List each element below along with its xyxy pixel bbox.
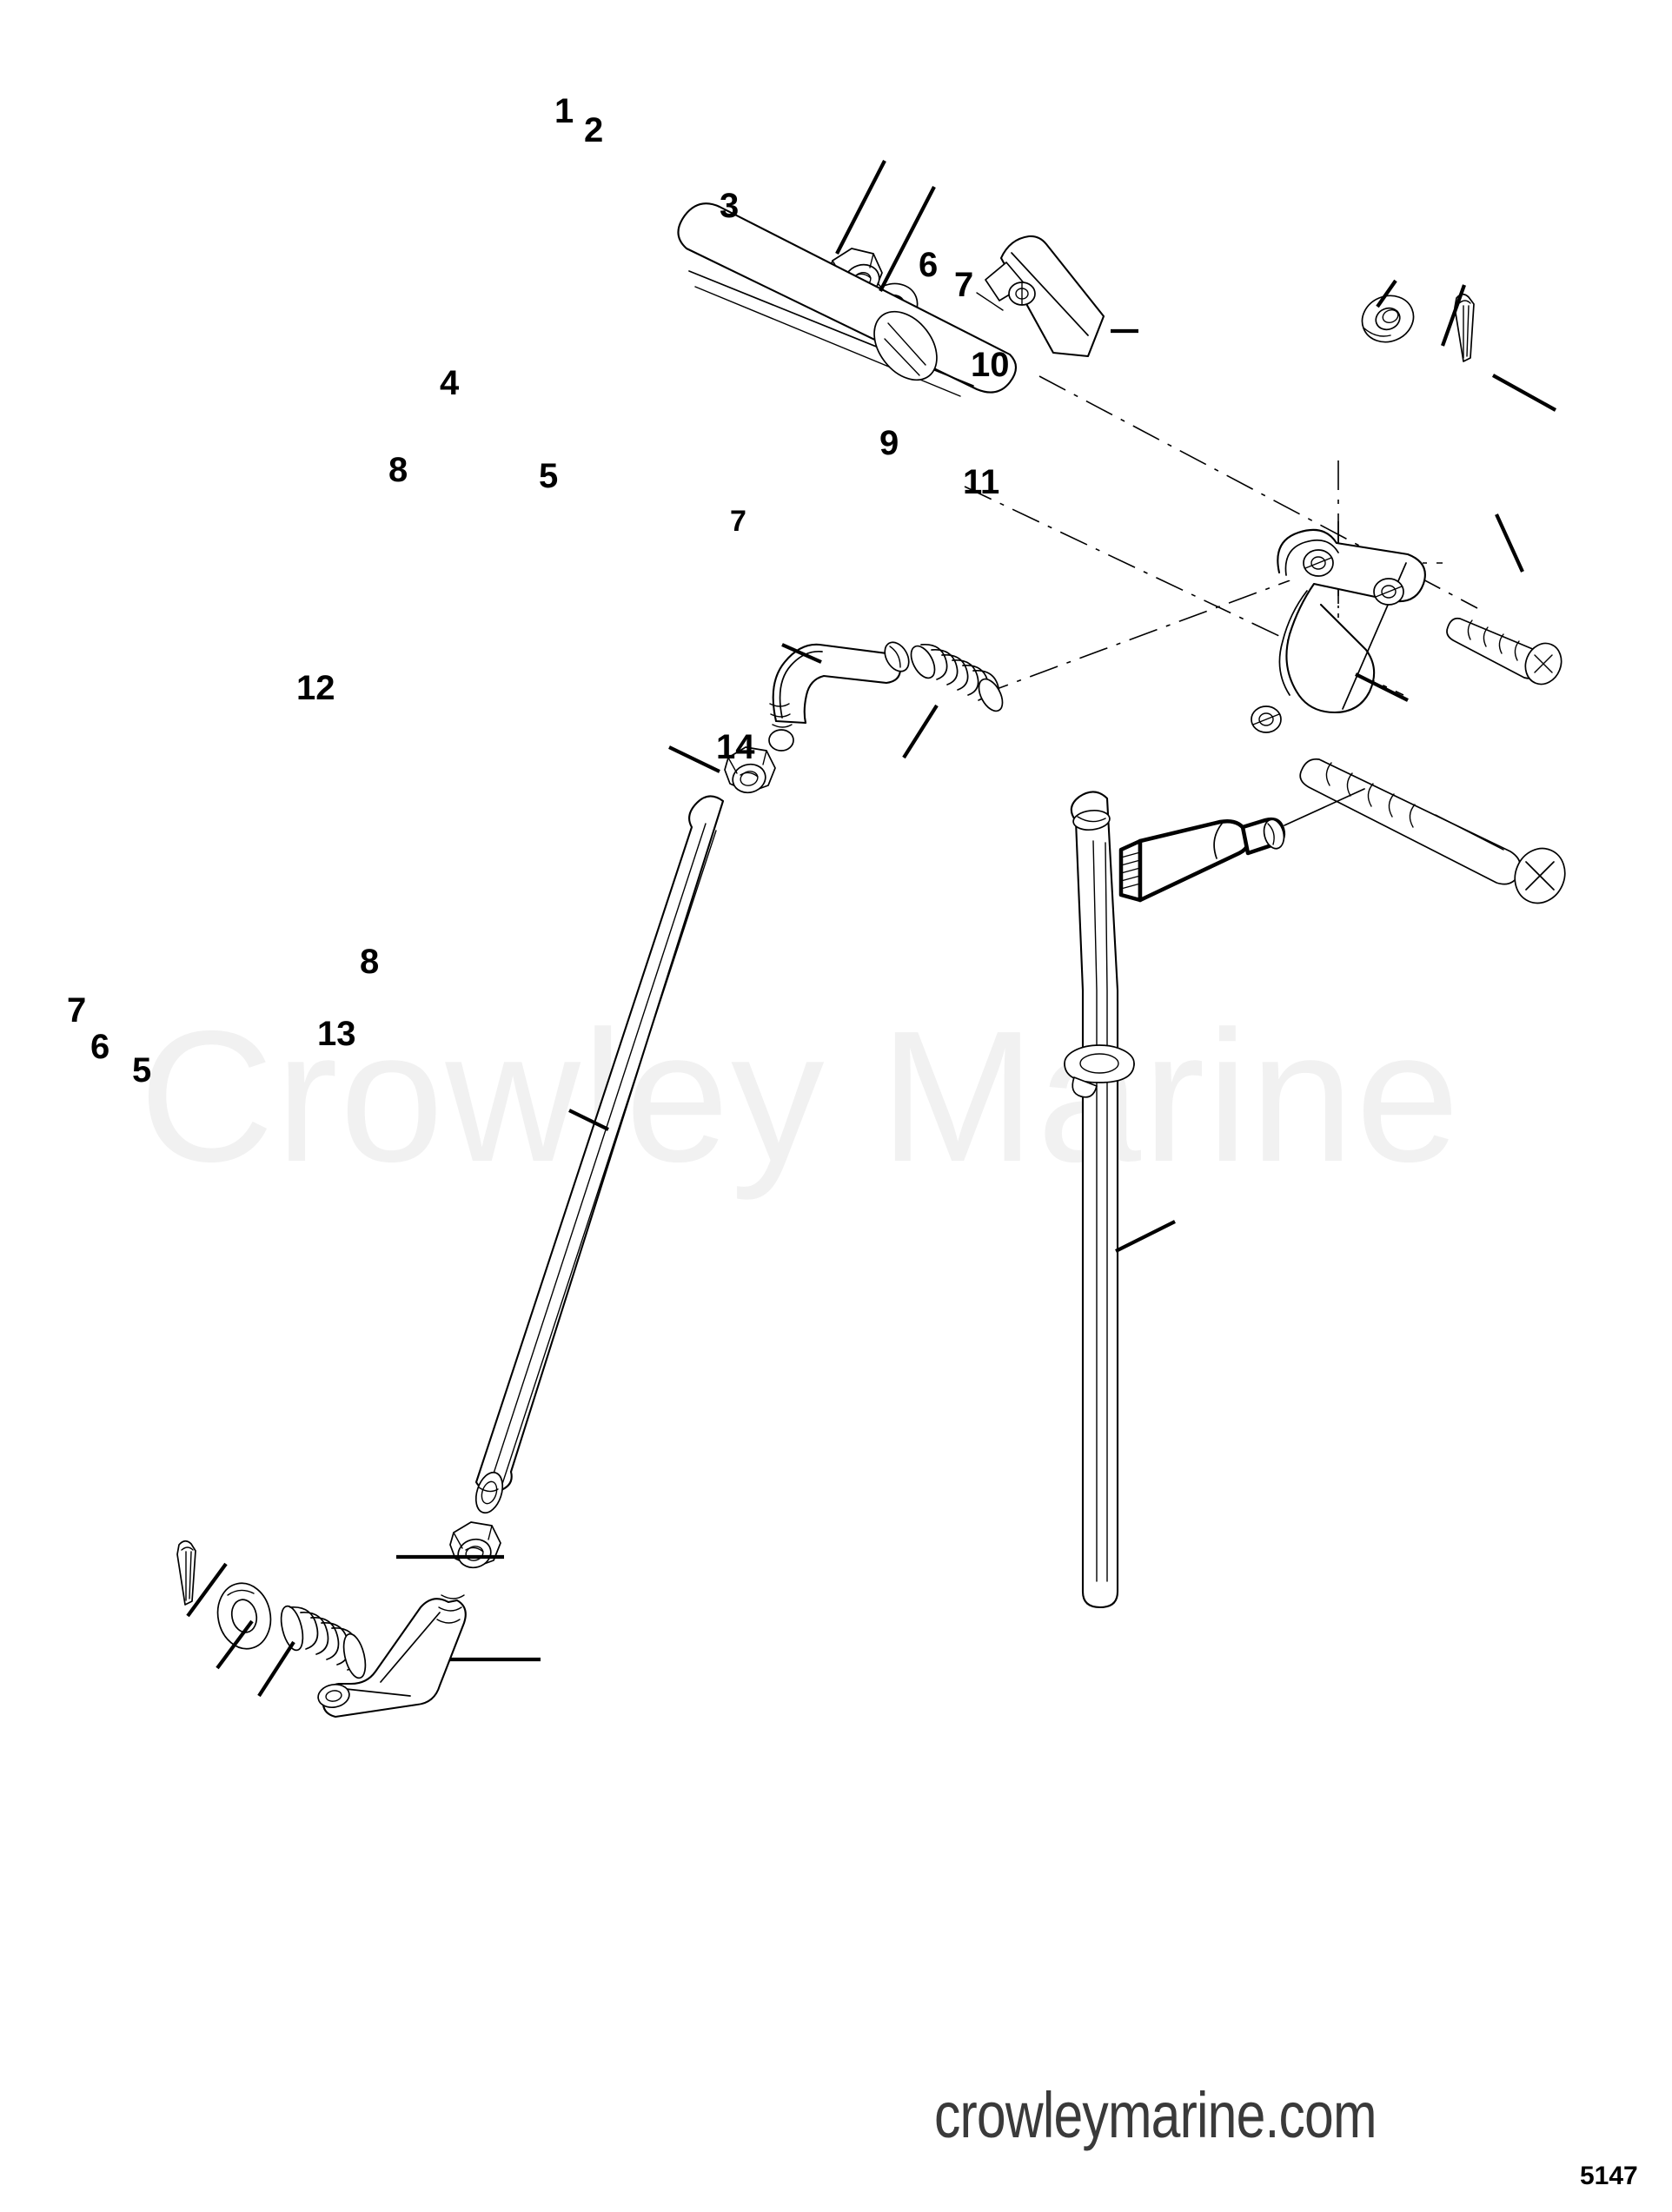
callout-7-lower: 7 (67, 991, 87, 1030)
leader-2 (879, 186, 936, 292)
callout-4: 4 (440, 364, 460, 402)
leader-5b (257, 1640, 295, 1698)
part-3-tiller-handle (677, 202, 1105, 397)
leader-sealant (1284, 788, 1365, 826)
callout-11: 11 (963, 463, 1000, 501)
shaft-collar (1064, 1044, 1135, 1098)
leader-11 (1495, 513, 1524, 573)
part-6-flat-washer-lower (216, 1582, 272, 1650)
figure-number: 5147 (1580, 2162, 1638, 2190)
leader-8 (668, 745, 720, 773)
part-9-mounting-bracket (1251, 528, 1426, 733)
leader-lines (186, 160, 1557, 1698)
callout-2: 2 (584, 111, 604, 149)
leader-7 (1441, 284, 1466, 347)
watermark-text: Crowley Marine (139, 991, 1462, 1201)
leader-10 (1491, 374, 1557, 412)
leader-7b (186, 1562, 228, 1618)
callout-6: 6 (919, 246, 939, 284)
sealant-tube-label: 7 (730, 505, 746, 538)
part-7-cotter-pin-lower (176, 1540, 196, 1606)
part-5-coil-spring-lower (280, 1605, 367, 1679)
callout-9: 9 (879, 424, 899, 462)
centerline-group (964, 375, 1478, 696)
callout-5-lower: 5 (132, 1051, 152, 1089)
leader-6 (1376, 279, 1397, 308)
leader-14 (1115, 1220, 1176, 1253)
part-5-coil-spring-upper (910, 643, 1004, 712)
lubricant-sealant-tube (1118, 817, 1286, 903)
callout-7: 7 (954, 266, 974, 304)
callout-12: 12 (296, 669, 335, 707)
callout-8: 8 (388, 451, 408, 489)
callout-8-lower: 8 (360, 943, 380, 981)
leader-12 (568, 1109, 609, 1131)
part-4-bent-link-rod (768, 641, 910, 752)
leader-1 (835, 160, 886, 255)
part-8-lock-nut-upper (724, 746, 776, 794)
callout-13: 13 (317, 1015, 356, 1053)
leader-4 (781, 643, 822, 664)
callout-6-lower: 6 (90, 1028, 110, 1066)
part-11-long-screw (1299, 758, 1566, 904)
part-6-flat-washer (1361, 295, 1415, 343)
leader-6b (216, 1619, 254, 1670)
callout-14: 14 (716, 728, 755, 766)
leader-9 (1355, 672, 1409, 702)
part-10-short-screw (1446, 617, 1563, 685)
callout-5: 5 (539, 457, 559, 495)
callout-10: 10 (971, 346, 1010, 384)
part-13-lower-bent-rod (317, 1594, 467, 1719)
leader-5 (902, 704, 939, 759)
website-url: crowleymarine.com (934, 2079, 1377, 2151)
part-12-upper-link-rod (474, 795, 725, 1514)
part-8-lock-nut-lower (449, 1521, 501, 1569)
callout-3: 3 (720, 187, 740, 225)
part-14-steering-shaft (1064, 791, 1135, 1609)
callout-1: 1 (554, 92, 574, 130)
